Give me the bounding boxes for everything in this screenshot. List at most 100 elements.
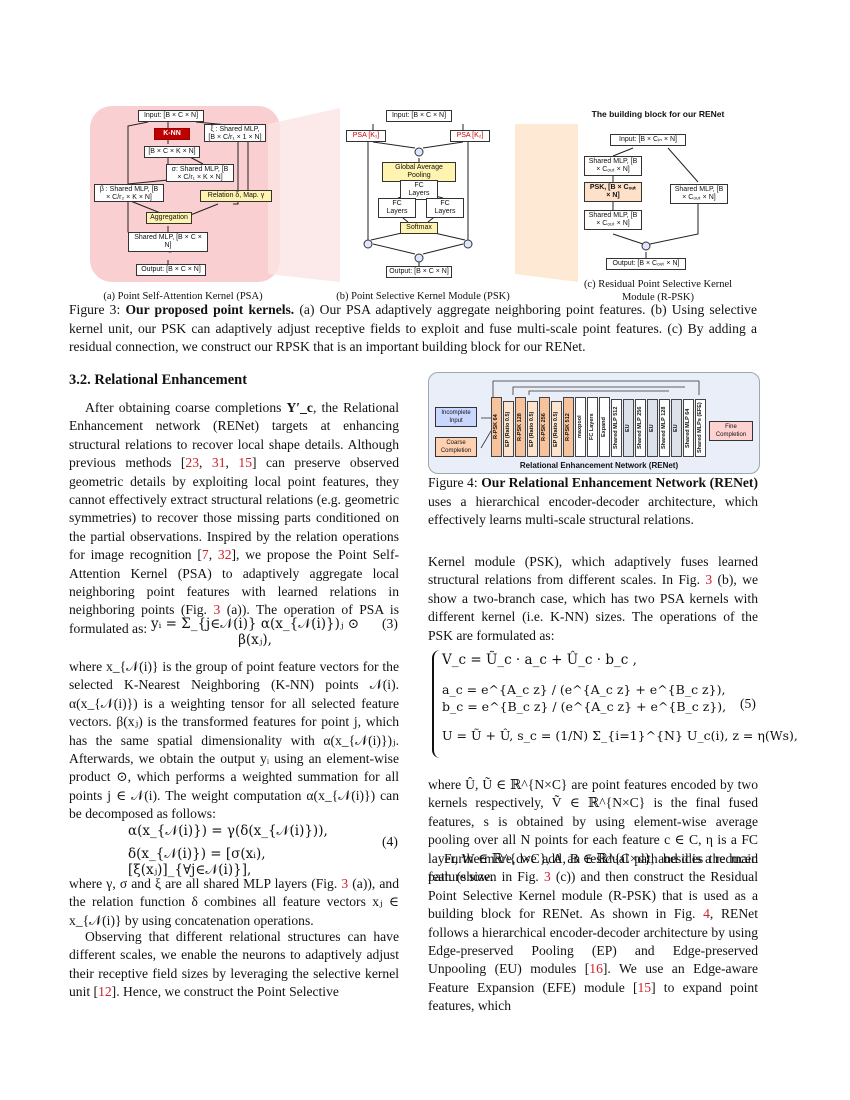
fig3-caption-bold: Our proposed point kernels. [125,302,295,317]
psa-xi: ξ : Shared MLP, [B × C/r₁ × 1 × N] [204,124,266,142]
fig3c-caption-line2: Module (R-PSK) [621,292,695,303]
text: ] to expand point features, which [428,979,758,1014]
citation[interactable]: 15 [637,979,652,995]
psa-input: Input: [B × C × N] [138,110,204,122]
renet-block: R-PSK 128 [515,397,526,457]
citation[interactable]: 32 [217,547,232,563]
citation[interactable]: 12 [98,984,112,1000]
rpsk-mlp1: Shared MLP, [B × Cₒᵤₜ × N] [584,156,642,176]
text: Furthermore, we add an residual path bes… [428,851,758,885]
renet-label: Relational Enhancement Network (RENet) [519,461,679,470]
fig3b-caption: (b) Point Selective Kernel Module (PSK) [336,291,510,302]
equation-4-number: (4) [382,834,398,849]
psk-psa-k1: PSA [K₁] [346,130,386,142]
figure-3-caption: Figure 3: Our proposed point kernels. (a… [69,301,757,357]
figure-ref[interactable]: 3 [213,602,221,618]
citation[interactable]: 31 [211,455,226,471]
text: ]. Hence, we construct the Point Selecti… [111,984,339,1000]
equation-3: yᵢ = Σ_{j∈𝒩(i)} α(x_{𝒩(i)})ⱼ ⊙ β(xⱼ), [150,616,360,648]
right-paragraph-1: Kernel module (PSK), which adaptively fu… [428,553,758,645]
fig3c-caption-line1: (c) Residual Point Selective Kernel [583,279,733,290]
psk-input: Input: [B × C × N] [386,110,452,122]
text: , the Relational Enhancement network (RE… [69,400,399,471]
renet-block: Shared MLP 64 [683,399,694,457]
psa-knn: K-NN [154,128,190,140]
text: ], we propose the Point Self-Attention K… [69,547,400,618]
figure-ref[interactable]: 3 [705,572,713,588]
renet-block: R-PSK 64 [491,397,502,457]
fig4-caption-label: Figure 4: [428,475,482,490]
psa-bckn: [B × C × K × N] [144,146,200,158]
incomplete-input: Incomplete Input [435,407,477,427]
fig4-caption-text: uses a hierarchical encoder-decoder arch… [428,493,758,528]
figure-3: Input: [B × C × N] K-NN ξ : Shared MLP, … [88,104,758,304]
figure-ref[interactable]: 4 [703,906,710,922]
psk-fc-right: FC Layers [426,198,464,218]
text: , RENet follows a hierarchical encoder-d… [428,906,758,977]
renet-block: EU [647,399,658,457]
renet-block: Shared MLPs (EFE) [695,399,706,457]
text: (c)) and then construct the Residual Poi… [428,869,758,922]
figure-3-arrows [127,108,699,282]
equation-5-line-2a: a_c = e^{A_c z} / (e^{A_c z} + e^{B_c z}… [442,682,726,697]
text: Observing that different relational stru… [69,929,399,1000]
left-paragraph-2: where x_{𝒩(i)} is the group of point fea… [69,659,399,822]
text: (a)), and the relation function δ combin… [69,876,399,928]
equation-5-number: (5) [740,696,756,711]
citation[interactable]: 15 [238,455,252,471]
renet-block: Shared MLP 512 [611,399,622,457]
rpsk-mlp2: Shared MLP, [B × Cₒᵤₜ × N] [584,210,642,230]
figure-4: Incomplete Input Coarse Completion Fine … [428,372,760,474]
equation-5-line-1: V_c = Ũ_c · a_c + Û_c · b_c , [442,652,637,668]
renet-block: maxpool [575,397,586,457]
citation[interactable]: 23 [185,455,199,471]
renet-block: Expand [599,397,610,457]
citation[interactable]: 16 [589,961,603,977]
psa-aggregation: Aggregation [146,212,192,224]
renet-block: Shared MLP 256 [635,399,646,457]
renet-block: EP (Ratio 0.5) [527,401,538,457]
renet-block: FC Layers [587,397,598,457]
left-paragraph-1: After obtaining coarse completions Y′_c,… [69,400,400,636]
text: where γ, σ and ξ are all shared MLP laye… [69,876,342,891]
text: ] can preserve observed geometric detail… [69,455,399,563]
figure-ref[interactable]: 3 [543,869,551,885]
renet-block: R-PSK 256 [539,397,550,457]
rpsk-output: Output: [B × Cₒᵤₜ × N] [606,258,686,270]
renet-block: EP (Ratio 0.5) [551,401,562,457]
psa-relation: Relation δ, Map. γ [200,190,272,202]
math-y-c: Y′_c [286,400,312,415]
equation-5-brace [432,650,744,758]
text: ]. We use an Edge-aware Feature Expansio… [428,961,758,995]
equation-5-line-2b: b_c = e^{B_c z} / (e^{A_c z} + e^{B_c z}… [442,699,727,714]
rpsk-input: Input: [B × Cᵢₙ × N] [610,134,686,146]
text: Kernel module (PSK), which adaptively fu… [428,554,758,588]
rpsk-psk: PSK, [B × Cₒᵤₜ × N] [584,182,642,202]
section-title: 3.2. Relational Enhancement [69,372,248,388]
coarse-completion: Coarse Completion [435,437,477,457]
fig3-caption-label: Figure 3: [69,302,126,317]
psa-output: Output: [B × C × N] [136,264,206,276]
renet-block: EP (Ratio 0.5) [503,401,514,457]
text: (a)). The operation of PSA is formulated… [69,602,399,636]
equation-5-line-3: U = Ũ + Û, s_c = (1/N) Σ_{i=1}^{N} U_c(i… [442,728,798,743]
figure-ref[interactable]: 3 [341,876,349,891]
right-paragraph-2: where Û, Ũ ∈ ℝ^{N×C} are point features … [428,777,758,885]
renet-block: Shared MLP 128 [659,399,670,457]
fine-completion: Fine Completion [709,421,753,441]
equation-4-line-1: α(x_{𝒩(i)}) = γ(δ(x_{𝒩(i)})), [128,823,328,839]
psk-fc-layers: FC Layers [400,180,438,200]
renet-block: EU [623,399,634,457]
left-paragraph-3: where γ, σ and ξ are all shared MLP laye… [69,875,399,930]
psk-psa-k2: PSA [K₂] [450,130,490,142]
text: After obtaining coarse completions [85,400,287,415]
fig3c-caption: (c) Residual Point Selective Kernel Modu… [568,278,748,304]
equation-3-number: (3) [382,616,398,631]
rpsk-mlp-res: Shared MLP, [B × Cₒᵤₜ × N] [670,184,728,204]
renet-block: EU [671,399,682,457]
math-text: Y′_c [286,400,313,415]
psk-softmax: Softmax [400,222,438,234]
citation[interactable]: 7 [201,547,209,563]
psk-gap: Global Average Pooling [382,162,456,182]
